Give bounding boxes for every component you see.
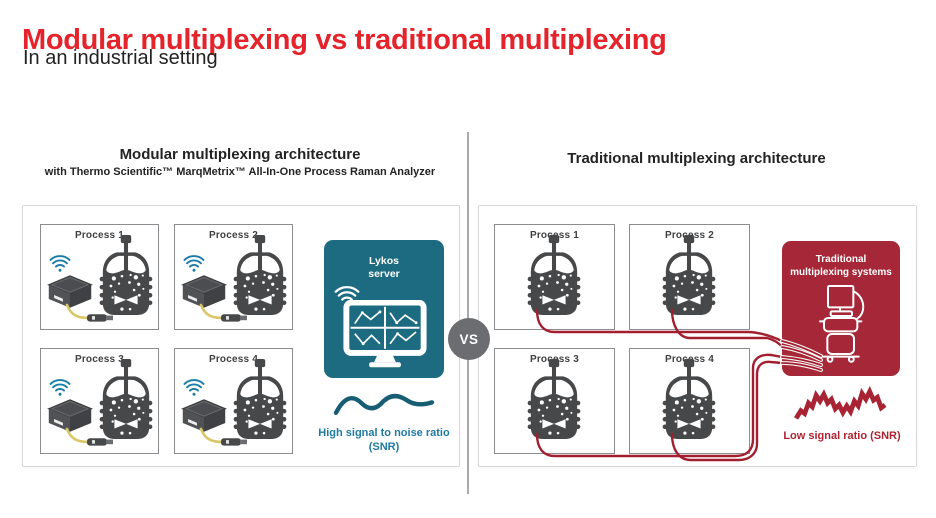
wifi-icon	[183, 255, 205, 273]
vs-label: VS	[459, 331, 479, 347]
right-panel-title: Traditional multiplexing architecture	[567, 150, 826, 167]
high-snr-wave-icon	[333, 393, 435, 415]
process-box-1: Process 1	[40, 224, 159, 330]
low-snr-wave-icon	[794, 385, 887, 420]
probe-cable-icon	[63, 425, 123, 447]
process-box-4: Process 4	[629, 348, 750, 454]
left-panel-subtitle: with Thermo Scientific™ MarqMetrix™ All-…	[44, 166, 436, 178]
wifi-icon	[49, 255, 71, 273]
lykos-server-box: Lykos server	[324, 240, 444, 378]
process-label: Process 3	[74, 354, 125, 365]
traditional-architecture-container: Process 1 Process 2 Process 3 Process 4 …	[478, 205, 917, 467]
high-snr-caption: High signal to noise ratio (SNR)	[318, 427, 450, 453]
vs-badge: VS	[448, 318, 490, 360]
process-box-2: Process 2	[629, 224, 750, 330]
lykos-server-label: Lykos server	[368, 255, 400, 280]
process-tank-icon	[525, 359, 583, 443]
panel-divider	[467, 132, 469, 494]
process-tank-icon	[525, 235, 583, 319]
low-snr-caption: Low signal ratio (SNR)	[783, 430, 901, 442]
page-title: Modular multiplexing vs traditional mult…	[22, 24, 667, 57]
server-monitor-icon	[343, 300, 427, 369]
modular-architecture-container: Process 1 Process 2 Process 3 Process 4	[22, 205, 460, 467]
process-box-3: Process 3	[494, 348, 615, 454]
multiplexer-cart-icon	[812, 281, 872, 367]
process-tank-icon	[660, 235, 718, 319]
wifi-icon	[49, 379, 71, 397]
process-box-1: Process 1	[494, 224, 615, 330]
process-box-3: Process 3	[40, 348, 159, 454]
probe-cable-icon	[197, 425, 257, 447]
process-box-4: Process 4	[174, 348, 293, 454]
process-label: Process 4	[208, 354, 259, 365]
process-box-2: Process 2	[174, 224, 293, 330]
process-label: Process 1	[74, 230, 125, 241]
traditional-systems-label: Traditional multiplexing systems	[790, 254, 892, 278]
probe-cable-icon	[63, 301, 123, 323]
left-panel-title: Modular multiplexing architecture	[119, 146, 361, 163]
process-tank-icon	[660, 359, 718, 443]
wifi-icon	[183, 379, 205, 397]
probe-cable-icon	[197, 301, 257, 323]
page-subtitle: In an industrial setting	[23, 47, 218, 69]
traditional-systems-box: Traditional multiplexing systems	[782, 241, 900, 376]
process-label: Process 2	[208, 230, 259, 241]
